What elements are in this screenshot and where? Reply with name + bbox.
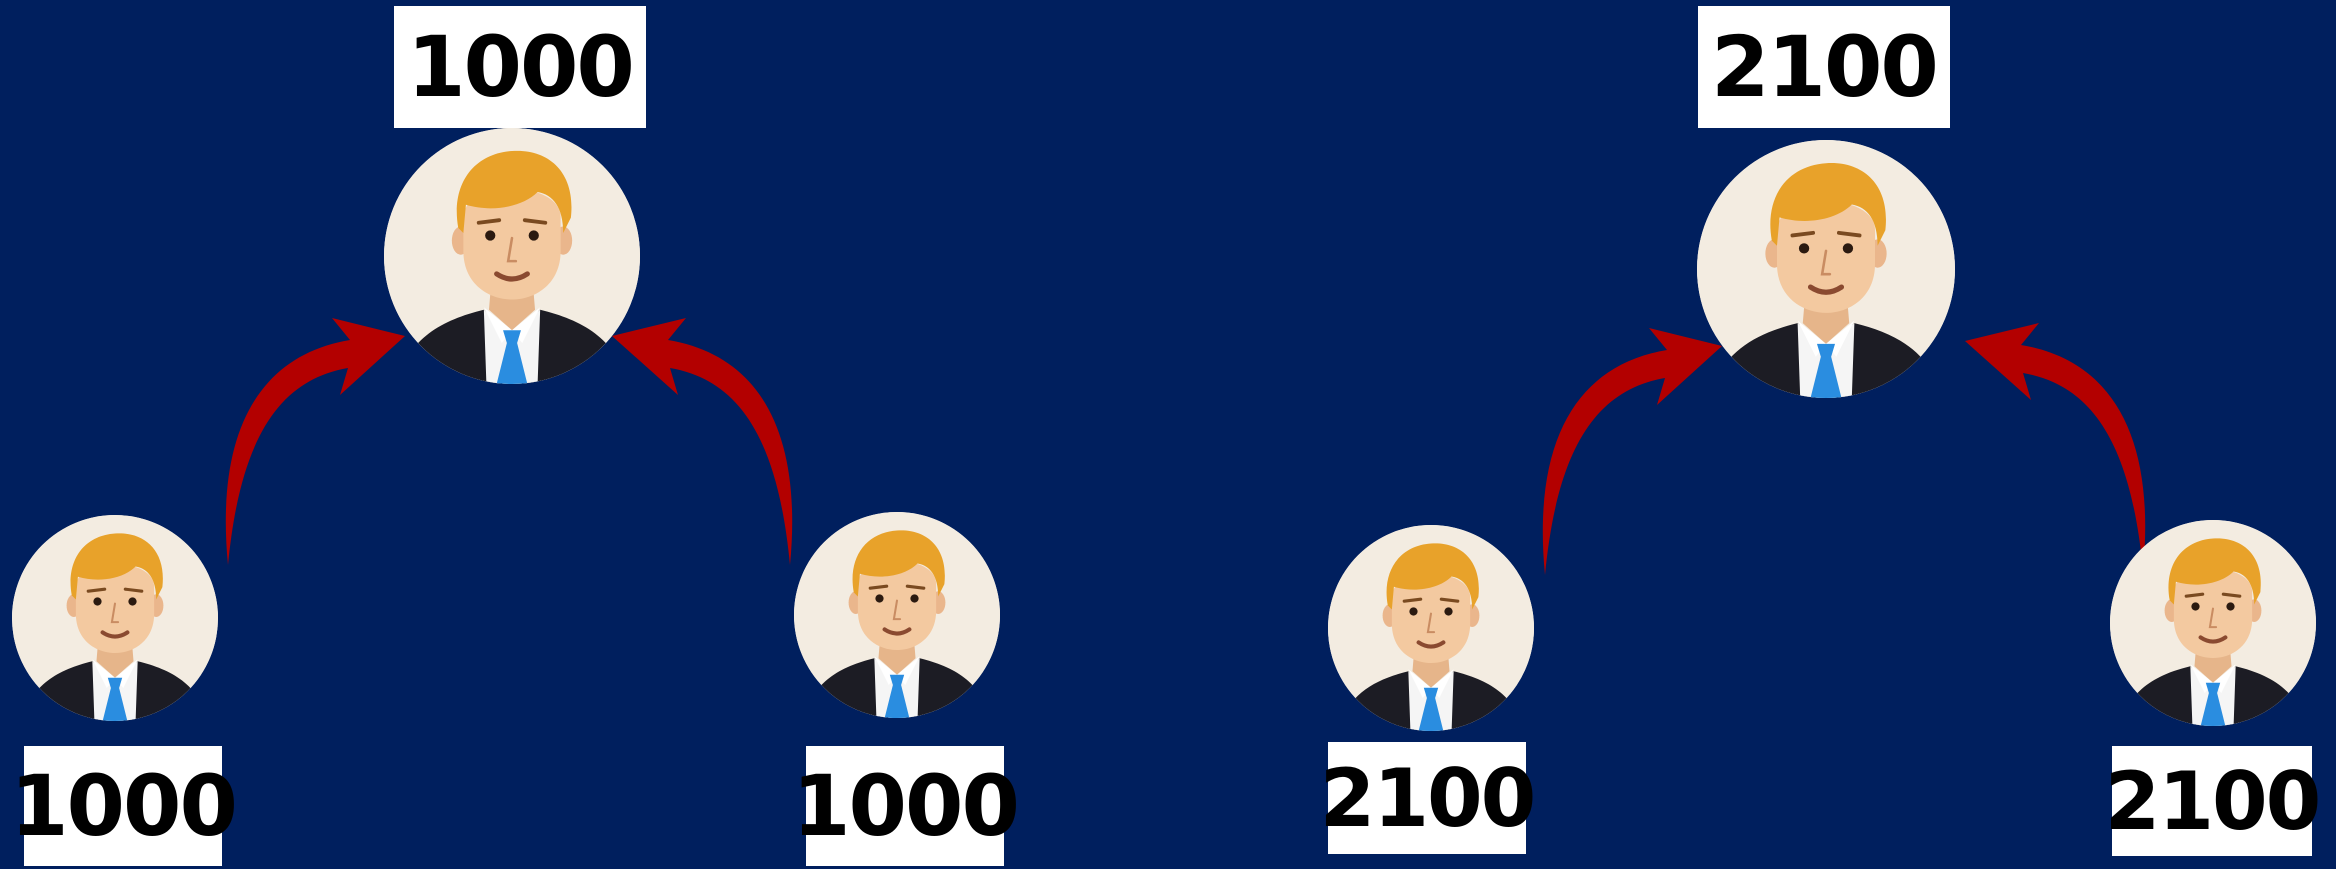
- value-label-bottom-right: 1000: [806, 746, 1004, 866]
- value-label-top-left-group: 1000: [394, 6, 646, 128]
- curved-arrow-icon: [1965, 323, 2145, 570]
- value-label-bottom-left: 1000: [24, 746, 222, 866]
- businessman-avatar-icon: [384, 128, 640, 384]
- curved-arrow-icon: [612, 318, 792, 565]
- value-label-bottom-left: 2100: [1328, 742, 1526, 854]
- value-label-top-right-group: 2100: [1698, 6, 1950, 128]
- businessman-avatar-icon: [1697, 140, 1955, 398]
- value-label-bottom-right: 2100: [2112, 746, 2312, 856]
- businessman-avatar-icon: [1328, 525, 1534, 731]
- businessman-avatar-icon: [794, 512, 1000, 718]
- curved-arrow-icon: [226, 318, 405, 565]
- businessman-avatar-icon: [2110, 520, 2316, 726]
- businessman-avatar-icon: [12, 515, 218, 721]
- curved-arrow-icon: [1543, 328, 1722, 575]
